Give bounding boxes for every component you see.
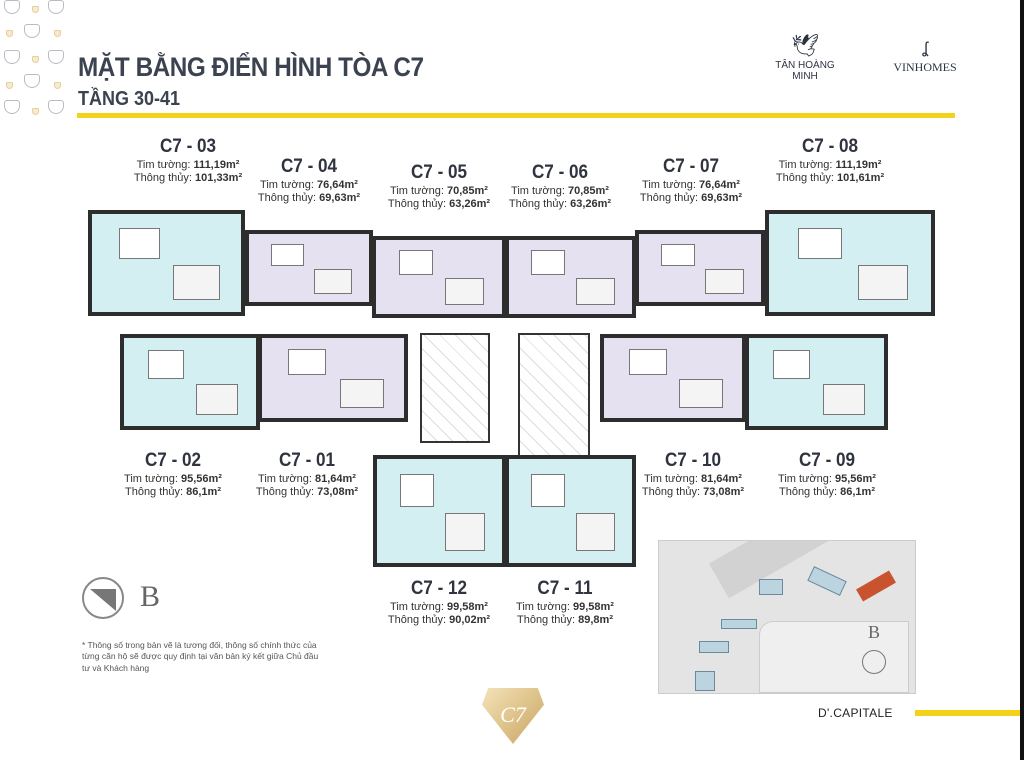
- c7-emblem-logo: C7: [482, 688, 544, 744]
- page-title: MẶT BẰNG ĐIỂN HÌNH TÒA C7: [78, 52, 424, 82]
- unit-plan-c7-08[interactable]: [765, 210, 935, 316]
- footer-accent-bar: [915, 710, 1020, 716]
- core-right-elevators: [518, 333, 590, 458]
- unit-plan-c7-04[interactable]: [245, 230, 373, 306]
- compass-icon: [82, 577, 124, 619]
- compass-direction: B: [140, 580, 161, 613]
- unit-plan-c7-01[interactable]: [258, 334, 408, 422]
- unit-plan-c7-02[interactable]: [120, 334, 260, 430]
- core-left-stairs: [420, 333, 490, 443]
- right-edge-strip: [1020, 0, 1024, 760]
- floor-range: TẦNG 30-41: [78, 88, 181, 110]
- unit-plan-c7-09[interactable]: [745, 334, 888, 430]
- unit-plan-c7-03[interactable]: [88, 210, 245, 316]
- unit-plan-c7-05[interactable]: [372, 236, 506, 318]
- title-underline: [77, 113, 955, 118]
- unit-plan-c7-06[interactable]: [505, 236, 636, 318]
- unit-plan-c7-10[interactable]: [600, 334, 746, 422]
- unit-plan-c7-12[interactable]: [373, 455, 506, 567]
- site-map-direction: B: [868, 622, 881, 642]
- vinhomes-logo: ʆ VINHOMES: [885, 38, 965, 75]
- site-map-compass-icon: [862, 650, 886, 674]
- unit-plan-c7-07[interactable]: [635, 230, 765, 306]
- footnote: * Thông số trong bản vẽ là tương đối, th…: [82, 640, 319, 673]
- tan-hoang-minh-logo: 🕊 TÂN HOÀNG MINH: [770, 32, 840, 82]
- dcapitale-logo: D'.CAPITALE: [818, 706, 893, 720]
- unit-plan-c7-11[interactable]: [505, 455, 636, 567]
- site-map: [658, 540, 916, 694]
- bird-icon: 🕊: [791, 33, 819, 58]
- swan-icon: ʆ: [922, 40, 928, 57]
